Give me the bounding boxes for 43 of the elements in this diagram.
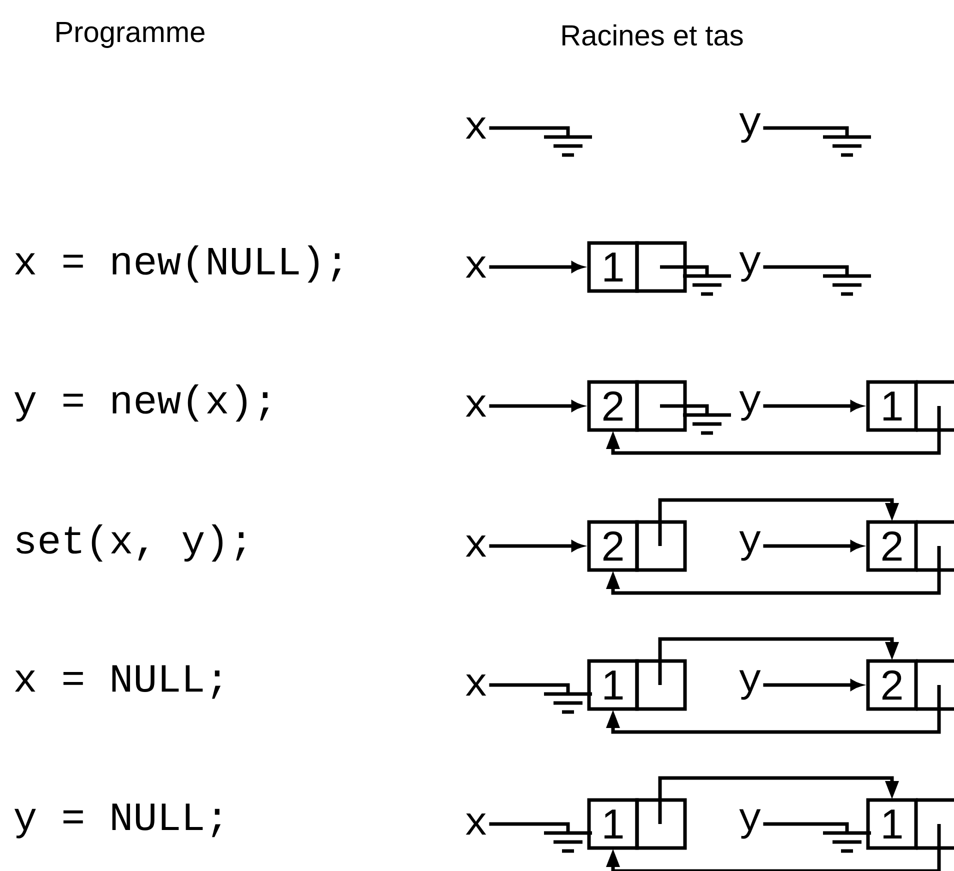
heap-cell: 1 — [866, 380, 954, 432]
pointer-arrow — [658, 776, 899, 824]
root-variable: y — [739, 531, 761, 561]
root-variable: x — [466, 535, 486, 557]
ground-symbol — [681, 413, 733, 435]
ground-symbol — [821, 831, 873, 853]
root-variable: x — [466, 395, 486, 417]
column-heading: Racines et tas — [562, 24, 743, 46]
ground-symbol — [681, 274, 733, 296]
ground-symbol — [821, 274, 873, 296]
pointer-arrow — [658, 498, 899, 546]
column-heading: Programme — [56, 22, 204, 48]
ground-symbol — [542, 831, 594, 853]
pointer-arrow — [606, 546, 941, 595]
heap-cell: 1 — [866, 798, 954, 850]
root-variable: x — [466, 256, 486, 278]
code-line: set(x, y); — [16, 524, 245, 562]
heap-cell: 2 — [866, 520, 954, 572]
pointer-arrow — [606, 685, 941, 734]
heap-cell: 2 — [866, 659, 954, 711]
heap-cell: 1 — [587, 659, 687, 711]
root-variable: x — [466, 117, 486, 139]
pointer-arrow — [658, 637, 899, 685]
heap-cell: 1 — [587, 241, 687, 293]
root-variable: y — [739, 809, 761, 839]
pointer-arrow — [606, 406, 941, 455]
root-variable: y — [739, 670, 761, 700]
code-line: x = new(NULL); — [15, 245, 341, 283]
ground-symbol — [542, 135, 594, 157]
code-line: x = NULL; — [15, 665, 221, 699]
code-line: y = new(x); — [14, 384, 269, 422]
root-variable: y — [739, 391, 761, 421]
ground-symbol — [542, 692, 594, 714]
code-line: y = NULL; — [14, 804, 221, 838]
pointer-arrow — [606, 824, 941, 871]
root-variable: x — [466, 813, 486, 835]
heap-cell: 1 — [587, 798, 687, 850]
root-variable: x — [466, 674, 486, 696]
ground-symbol — [821, 135, 873, 157]
heap-cell: 2 — [587, 520, 687, 572]
root-variable: y — [739, 252, 761, 282]
root-variable: y — [739, 113, 761, 143]
heap-cell: 2 — [587, 380, 687, 432]
